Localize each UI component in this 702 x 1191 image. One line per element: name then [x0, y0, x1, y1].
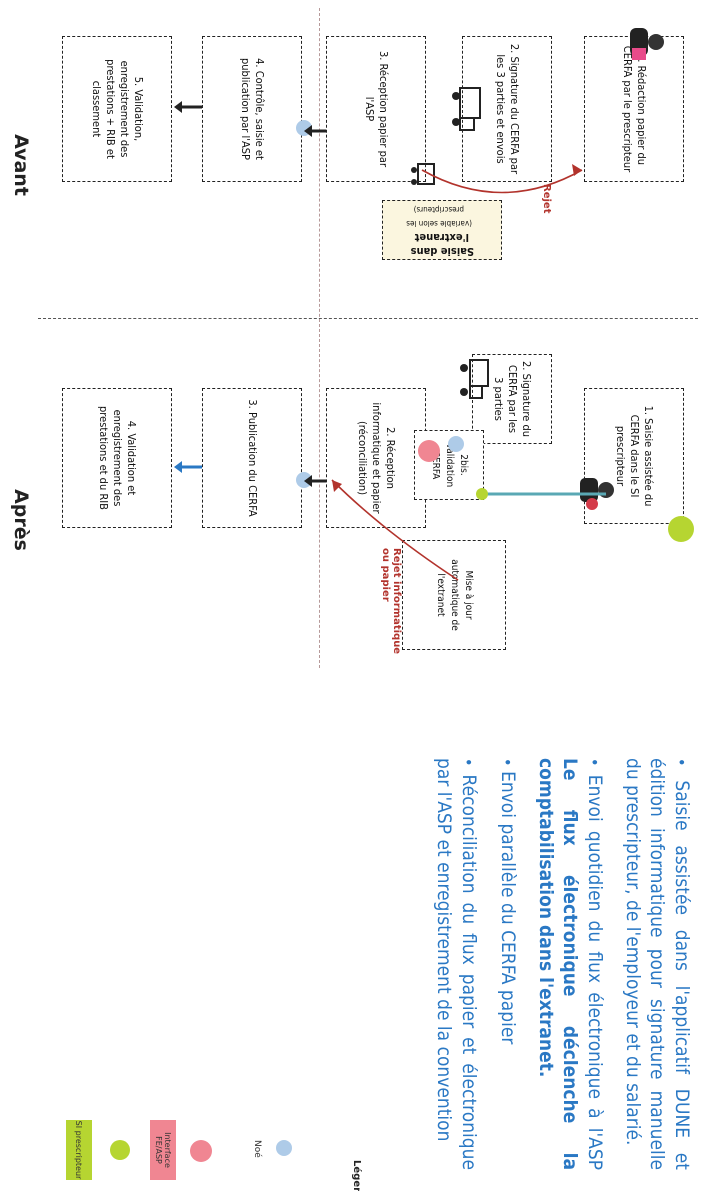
after-step-4: 4. Validation et enregistrement des pres… [62, 388, 172, 528]
after-interface-node [418, 440, 440, 462]
bullet-2: • Envoi quotidien du flux électronique à… [535, 758, 606, 1171]
after-step-4-text: 4. Validation et enregistrement des pres… [97, 406, 138, 510]
legend-interface-swatch: Interface FE/ASP [150, 1120, 176, 1180]
prescriber-figure-icon [630, 28, 664, 60]
legend-pink-node [190, 1140, 212, 1162]
column-divider [38, 318, 698, 319]
after-noe-node [448, 436, 464, 452]
after-reject-arrow [331, 479, 459, 581]
before-step-2-text: 2. Signature du CERFA par les 3 parties … [494, 43, 521, 175]
legend-si-label: SI prescripteur [74, 1120, 84, 1180]
after-column-title: Après [10, 489, 32, 551]
before-reject-arrow [421, 164, 583, 194]
truck-icon-after [460, 359, 489, 399]
legend-green-node [110, 1140, 130, 1160]
before-step-4: 4. Contrôle, saisie et publication par l… [202, 36, 302, 182]
before-arrow-4-5 [174, 101, 202, 113]
after-step-3-text: 3. Publication du CERFA [246, 399, 259, 517]
before-rejet-label: Rejet [541, 184, 552, 214]
before-step-4-text: 4. Contrôle, saisie et publication par l… [239, 58, 266, 160]
bullet-4: • Réconciliation du flux papier et élect… [433, 758, 480, 1170]
before-column-title: Avant [10, 134, 32, 196]
bullet-1: • Saisie assistée dans l'applicatif DUNE… [622, 758, 693, 1170]
bullet-list: • Saisie assistée dans l'applicatif DUNE… [418, 758, 694, 1170]
legend-blue-node [276, 1140, 292, 1156]
before-step-3-text: 3. Réception papier par l'ASP [363, 50, 390, 168]
legend-title: Légende [351, 1160, 362, 1191]
electronic-flow-line [476, 488, 606, 500]
delivery-icon [411, 163, 435, 185]
before-step-5-text: 5. Validation, enregistrement des presta… [90, 59, 145, 159]
row-divider [319, 8, 320, 668]
extranet-title: Saisie dans l'extranet [410, 231, 474, 258]
after-step-3: 3. Publication du CERFA [202, 388, 302, 528]
legend-node-label: Noé [252, 1140, 262, 1158]
legend-interface-label: Interface FE/ASP [154, 1132, 172, 1168]
bullet-4-text: Réconciliation du flux papier et électro… [433, 758, 480, 1170]
before-step-5: 5. Validation, enregistrement des presta… [62, 36, 172, 182]
after-rejet-label: Rejet informatique ou papier [380, 548, 402, 655]
bullet-3-text: Envoi parallèle du CERFA papier [497, 771, 519, 1045]
bullet-2-text: Envoi quotidien du flux électronique à l… [584, 774, 606, 1171]
truck-icon [452, 87, 481, 131]
after-step-1-node [668, 516, 694, 542]
after-step-2-text: 2. Signature du CERFA par les 3 parties [492, 361, 533, 438]
after-arrow-2-3 [304, 475, 326, 487]
bullet-1-text: Saisie assistée dans l'applicatif DUNE e… [622, 758, 693, 1170]
legend-si-swatch: SI prescripteur [66, 1120, 92, 1180]
after-arrow-3-4 [174, 461, 202, 473]
bullet-3: • Envoi parallèle du CERFA papier [497, 758, 519, 1045]
bullet-2-bold: Le flux électronique déclenche la compta… [535, 758, 581, 1170]
after-step-1-text: 1. Saisie assistée du CERFA dans le SI p… [614, 405, 655, 507]
before-arrow-3-4 [304, 125, 326, 137]
